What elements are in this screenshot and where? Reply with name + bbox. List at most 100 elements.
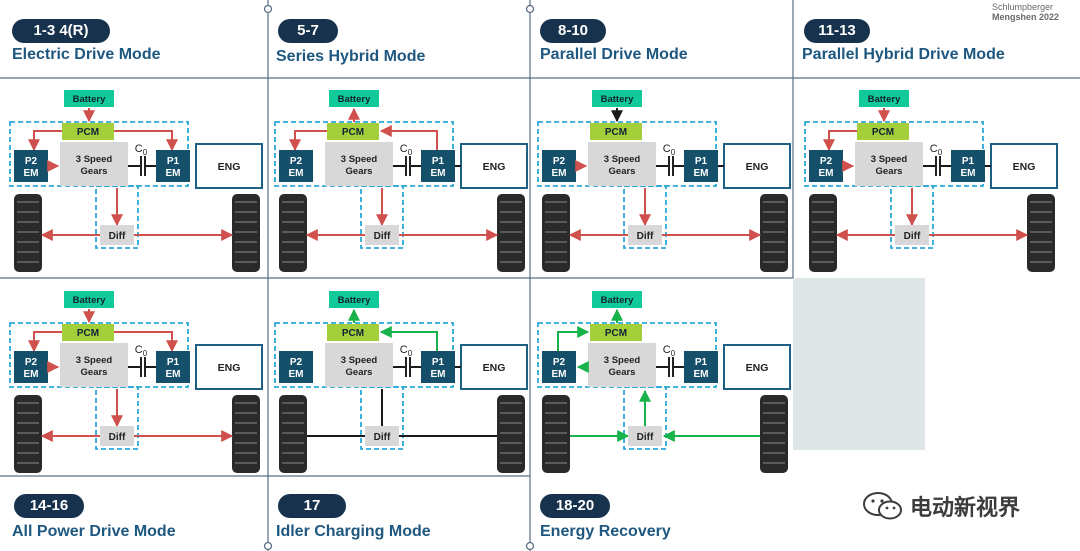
p2-em-box [542,351,576,383]
diff-label: Diff [637,432,654,443]
clutch-label: C0 [135,143,148,157]
engine-box [460,143,528,189]
pcm-box [857,123,909,140]
p1-em-box [156,150,190,182]
gears-label-1: 3 Speed [76,154,113,165]
p2-em-label: EM [24,369,39,380]
gears-box [60,343,128,387]
clutch-subscript: 0 [938,148,943,157]
pcm-to-p2-arrow [289,130,327,152]
p1-label: P1 [167,156,180,167]
gears-label-1: 3 Speed [341,154,378,165]
panel-tag-6: 17 [278,494,346,518]
clutch-label: C0 [663,143,676,157]
gears-box [855,142,923,186]
clutch-subscript: 0 [143,349,148,358]
battery-label: Battery [338,295,371,306]
left-tire [279,395,307,473]
gears-label-1: 3 Speed [604,355,641,366]
p2-em-box [279,150,313,182]
p1-em-label: EM [166,168,181,179]
pcm-label: PCM [77,328,99,339]
left-tire [279,194,307,272]
p1-label: P1 [432,156,445,167]
gears-box [588,142,656,186]
p2-em-label: EM [552,168,567,179]
diff-box [100,426,134,446]
frame-corner-dot [525,541,535,551]
p2-em-box [542,150,576,182]
pcm-label: PCM [872,127,894,138]
p1-to-pcm-arrow [379,326,438,351]
wechat-icon [863,492,902,520]
battery-label: Battery [338,94,371,105]
engine-box [460,344,528,390]
pcm-to-p2-arrow [823,130,857,152]
engine-label: ENG [1013,161,1036,173]
engine-box [195,344,263,390]
p2-label: P2 [820,156,833,167]
clutch-label: C0 [400,143,413,157]
right-tire [497,395,525,473]
p2-em-label: EM [289,168,304,179]
pcm-box [62,123,114,140]
p1-label: P1 [695,357,708,368]
p1-to-pcm-arrow [379,125,438,150]
panel-tag-5: 14-16 [14,494,84,518]
engine-box [723,344,791,390]
gears-label-2: Gears [876,166,903,177]
battery-label: Battery [868,94,901,105]
diff-box [365,225,399,245]
panel-tag-3: 8-10 [540,19,606,43]
gears-box [60,142,128,186]
p2-to-pcm-arrow [557,326,590,351]
battery-box [859,90,909,107]
panel-tag-7: 18-20 [540,494,610,518]
pcm-label: PCM [605,127,627,138]
pcm-to-p1-arrow [114,331,178,353]
battery-box [592,90,642,107]
p2-em-box [14,150,48,182]
p2-em-box [14,351,48,383]
diff-label: Diff [109,231,126,242]
gears-label-2: Gears [81,367,108,378]
panel-tag-1: 1-3 4(R) [12,19,110,43]
gears-label-1: 3 Speed [871,154,908,165]
left-tire [542,194,570,272]
pcm-box [590,324,642,341]
p2-label: P2 [25,156,38,167]
gears-label-2: Gears [81,166,108,177]
panel-title-6: Idler Charging Mode [276,523,431,540]
clutch-subscript: 0 [671,349,676,358]
battery-box [592,291,642,308]
pcm-box [62,324,114,341]
gears-label-1: 3 Speed [341,355,378,366]
right-tire [497,194,525,272]
diff-box [100,225,134,245]
diff-box [365,426,399,446]
p1-em-label: EM [431,369,446,380]
right-tire [760,194,788,272]
diff-box [628,225,662,245]
gears-box [588,343,656,387]
battery-box [329,90,379,107]
corner-logo-line1: Schlumpberger [992,2,1054,12]
p2-em-label: EM [552,369,567,380]
clutch-label: C0 [400,344,413,358]
panel-title-3: Parallel Drive Mode [540,46,688,63]
frame-corner-dot [263,541,273,551]
pcm-to-p1-arrow [114,130,178,152]
diff-label: Diff [637,231,654,242]
pcm-box [327,123,379,140]
watermark: 电动新视界 [862,490,1020,522]
clutch-label: C0 [663,344,676,358]
p2-em-label: EM [289,369,304,380]
p1-em-box [421,150,455,182]
p1-label: P1 [695,156,708,167]
empty-panel-fill [793,278,925,450]
corner-logo-line2: Mengshen 2022 [992,12,1060,22]
